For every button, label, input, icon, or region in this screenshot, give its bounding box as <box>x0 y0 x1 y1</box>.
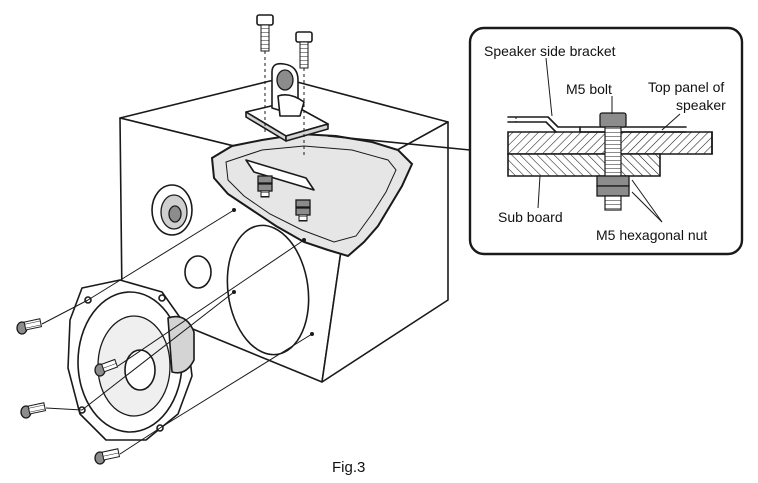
cutaway-inner-edge <box>225 145 397 243</box>
bass-reflex-port <box>184 255 212 289</box>
woofer-screw-1 <box>16 318 43 335</box>
woofer-dust-cap <box>124 349 156 391</box>
woofer-screws <box>16 318 121 465</box>
callout-sub-board <box>507 153 661 177</box>
inner-hex-nut-right <box>295 199 311 222</box>
label-sub-board: Sub board <box>498 209 563 225</box>
woofer-unit <box>67 279 195 441</box>
label-m5-bolt: M5 bolt <box>566 81 612 97</box>
label-m5-hexagonal-nut: M5 hexagonal nut <box>596 227 707 243</box>
speaker-cabinet <box>119 77 449 383</box>
woofer-magnet <box>167 315 195 374</box>
tweeter <box>151 184 193 236</box>
label-speaker-side-bracket: Speaker side bracket <box>484 43 616 59</box>
detail-callout: Speaker side bracket M5 bolt Top panel o… <box>327 26 744 256</box>
top-bolt-left <box>256 14 274 134</box>
bracket-assembly <box>245 14 329 156</box>
label-top-panel-line1: Top panel of <box>648 79 724 95</box>
callout-bracket <box>507 116 581 133</box>
figure-caption: Fig.3 <box>332 459 365 476</box>
alignment-lines <box>41 209 313 455</box>
label-top-panel-line2: speaker <box>676 97 726 113</box>
callout-hex-nuts <box>596 175 630 211</box>
woofer-screw-4 <box>94 448 121 465</box>
woofer-screw-3 <box>20 402 47 419</box>
callout-leader-line <box>327 135 471 151</box>
sub-board-inside <box>245 159 315 191</box>
top-bolt-right <box>295 31 313 156</box>
woofer-mounting-hole <box>226 224 310 356</box>
woofer-screw-2 <box>94 358 119 377</box>
inner-hex-nut-left <box>257 175 273 198</box>
